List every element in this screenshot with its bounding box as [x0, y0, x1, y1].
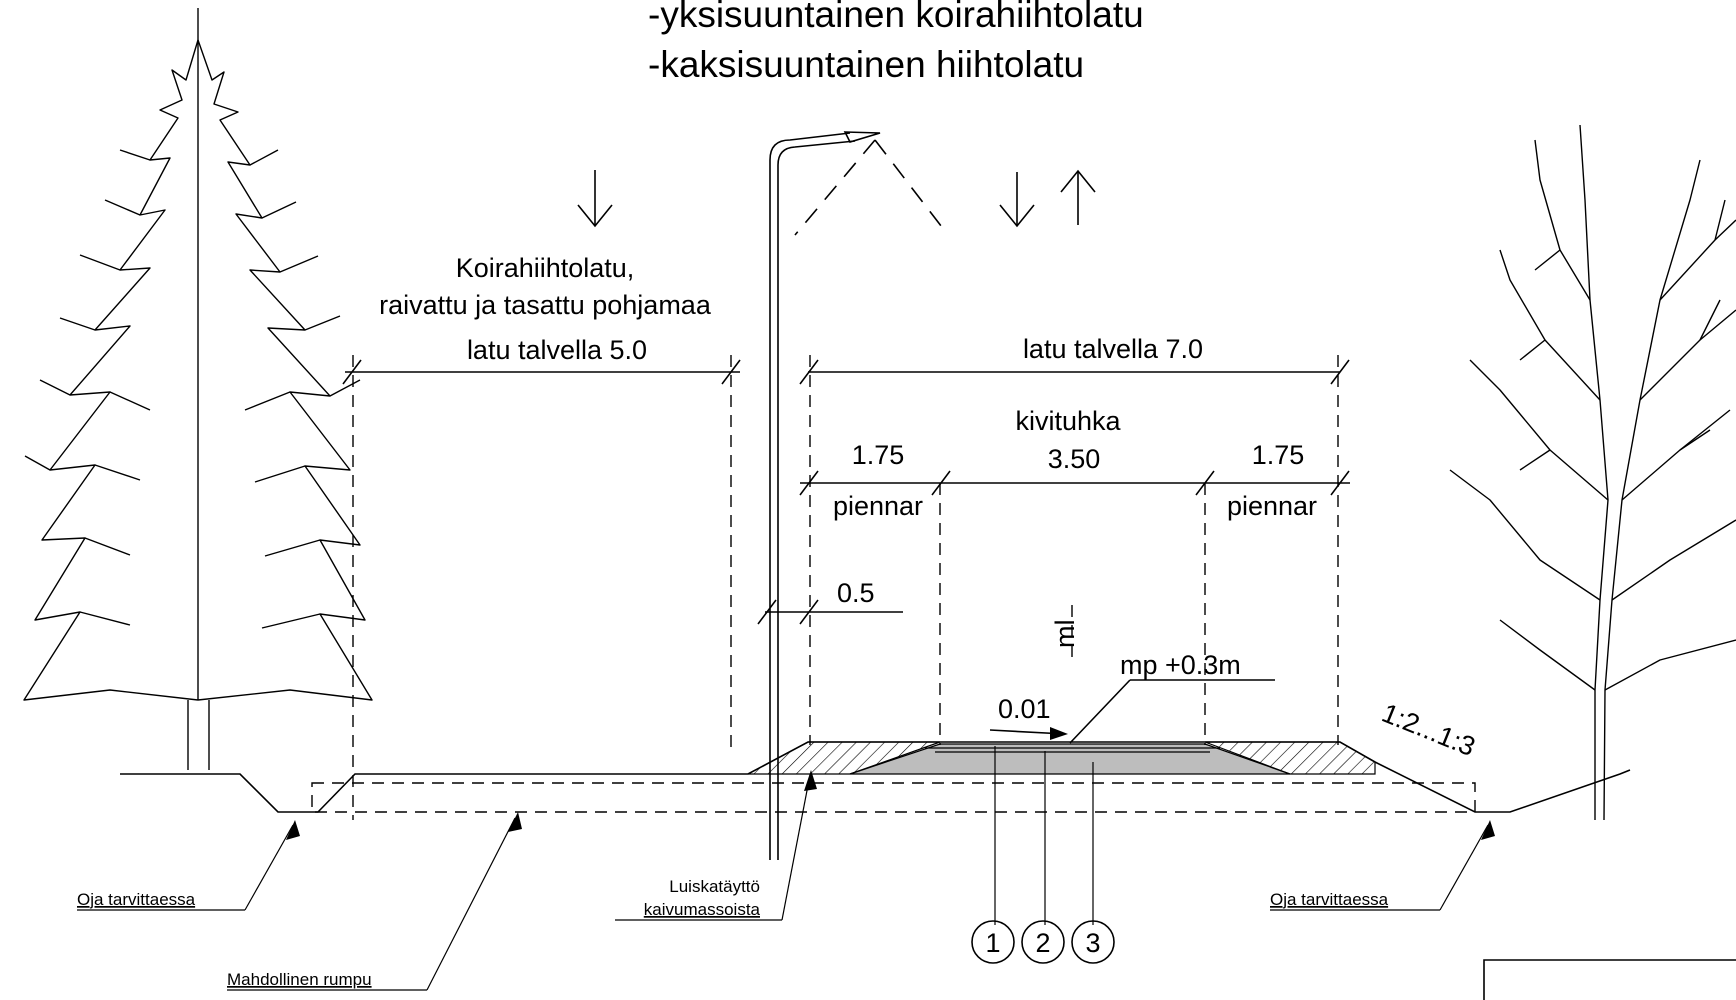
- shoulder-right-width: 1.75: [1252, 440, 1305, 470]
- ditch-right-callout: Oja tarvittaessa: [1270, 890, 1389, 909]
- offset-dimension-line: [757, 599, 903, 625]
- shoulder-dimension-line: [799, 470, 1350, 745]
- left-track-label-1: Koirahiihtolatu,: [456, 253, 635, 283]
- street-lamp-icon: [769, 131, 949, 860]
- layer-marker-3: 3: [1071, 920, 1115, 964]
- title-line-2: -kaksisuuntainen hiihtolatu: [648, 44, 1084, 85]
- mp-label: mp +0.3m: [1120, 650, 1241, 680]
- slope-label: 1:2...1:3: [1378, 698, 1480, 762]
- right-dimension-line: [799, 355, 1350, 745]
- crossfall-arrow-icon: [989, 727, 1068, 740]
- svg-text:2: 2: [1035, 928, 1050, 958]
- shoulder-left-label: piennar: [833, 491, 923, 521]
- surface-label: kivituhka: [1015, 406, 1121, 436]
- fill-leader: [615, 770, 817, 921]
- offset-dimension: 0.5: [837, 578, 875, 608]
- ditch-left-callout: Oja tarvittaessa: [77, 890, 196, 909]
- shoulder-left-width: 1.75: [852, 440, 905, 470]
- right-track-dimension: latu talvella 7.0: [1023, 334, 1203, 364]
- crossfall-label: 0.01: [998, 694, 1051, 724]
- culvert-outline: [311, 782, 1476, 813]
- slope-fill-hatch: [747, 741, 941, 775]
- one-way-arrow-icon: [577, 170, 613, 228]
- title-line-1: -yksisuuntainen koirahiihtolatu: [648, 0, 1144, 35]
- culvert-callout: Mahdollinen rumpu: [227, 970, 372, 989]
- bare-tree-icon: [1449, 124, 1736, 821]
- ml-label: ml: [1050, 620, 1080, 649]
- svg-text:1: 1: [985, 928, 1000, 958]
- shoulder-right-label: piennar: [1227, 491, 1317, 521]
- culvert-leader: [227, 812, 522, 991]
- mp-leader-line: [1069, 679, 1275, 744]
- ditch-right-leader: [1270, 820, 1495, 911]
- layer-leaders: [994, 746, 1094, 925]
- fill-callout-line-1: Luiskatäyttö: [669, 877, 760, 896]
- layer-marker-2: 2: [1021, 920, 1065, 964]
- fill-callout-line-2: kaivumassoista: [644, 900, 761, 919]
- left-track-dimension: latu talvella 5.0: [467, 335, 647, 365]
- center-width: 3.50: [1048, 444, 1101, 474]
- layer-marker-1: 1: [971, 920, 1015, 964]
- two-way-arrow-icon: [999, 169, 1096, 228]
- ditch-left-leader: [77, 820, 300, 911]
- left-track-label-2: raivattu ja tasattu pohjamaa: [379, 290, 712, 320]
- spruce-tree-icon: [23, 8, 373, 770]
- svg-text:3: 3: [1085, 928, 1100, 958]
- left-dimension-line: [342, 355, 741, 820]
- title-block-frame: [1483, 959, 1736, 1000]
